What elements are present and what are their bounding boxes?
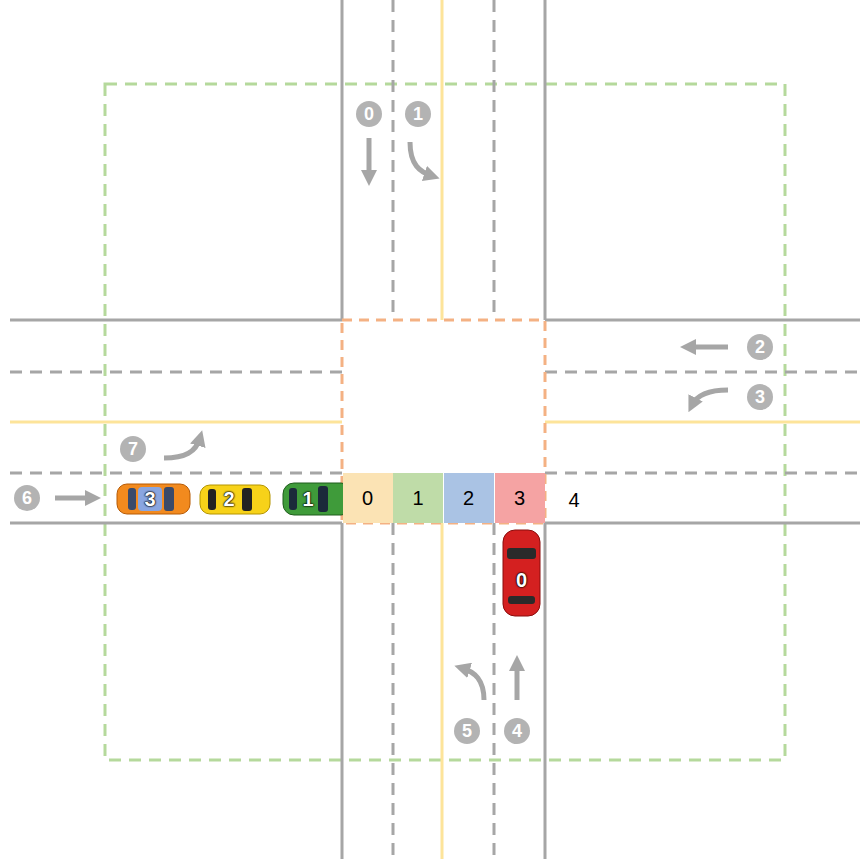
car-number-node: 2 [218,486,240,512]
callout-number: 7 [128,440,138,458]
node-number: 1 [302,489,313,509]
cell-number: 4 [568,490,579,510]
callout-number: 0 [364,105,374,123]
car-orange [117,484,190,514]
callout-circles [14,101,773,744]
car-yellow [200,485,270,514]
node-number: 2 [463,488,474,508]
callout-number: 1 [413,105,423,123]
node-number: 2 [223,489,234,509]
lane-cell: 0 [343,473,393,523]
node-number: 0 [362,488,373,508]
callout-number: 4 [512,722,522,740]
node-number: 3 [144,489,155,509]
car-number-node: 3 [139,486,161,512]
lane-arrows [55,138,728,700]
intersection-outline [342,320,545,523]
car-number-node: 1 [297,486,319,512]
lane-cell: 2 [444,473,494,523]
lane-cell: 1 [393,473,443,523]
callout-number: 5 [462,722,472,740]
road-lines [10,0,860,859]
callout-number: 2 [755,338,765,356]
node-number: 1 [412,488,423,508]
callout-number: 6 [22,489,32,507]
car-number-node: 0 [511,567,533,593]
node-number: 3 [514,488,525,508]
lane-cell: 3 [495,473,545,523]
node-number: 0 [516,570,527,590]
car-red [503,530,540,616]
callout-number: 3 [755,388,765,406]
